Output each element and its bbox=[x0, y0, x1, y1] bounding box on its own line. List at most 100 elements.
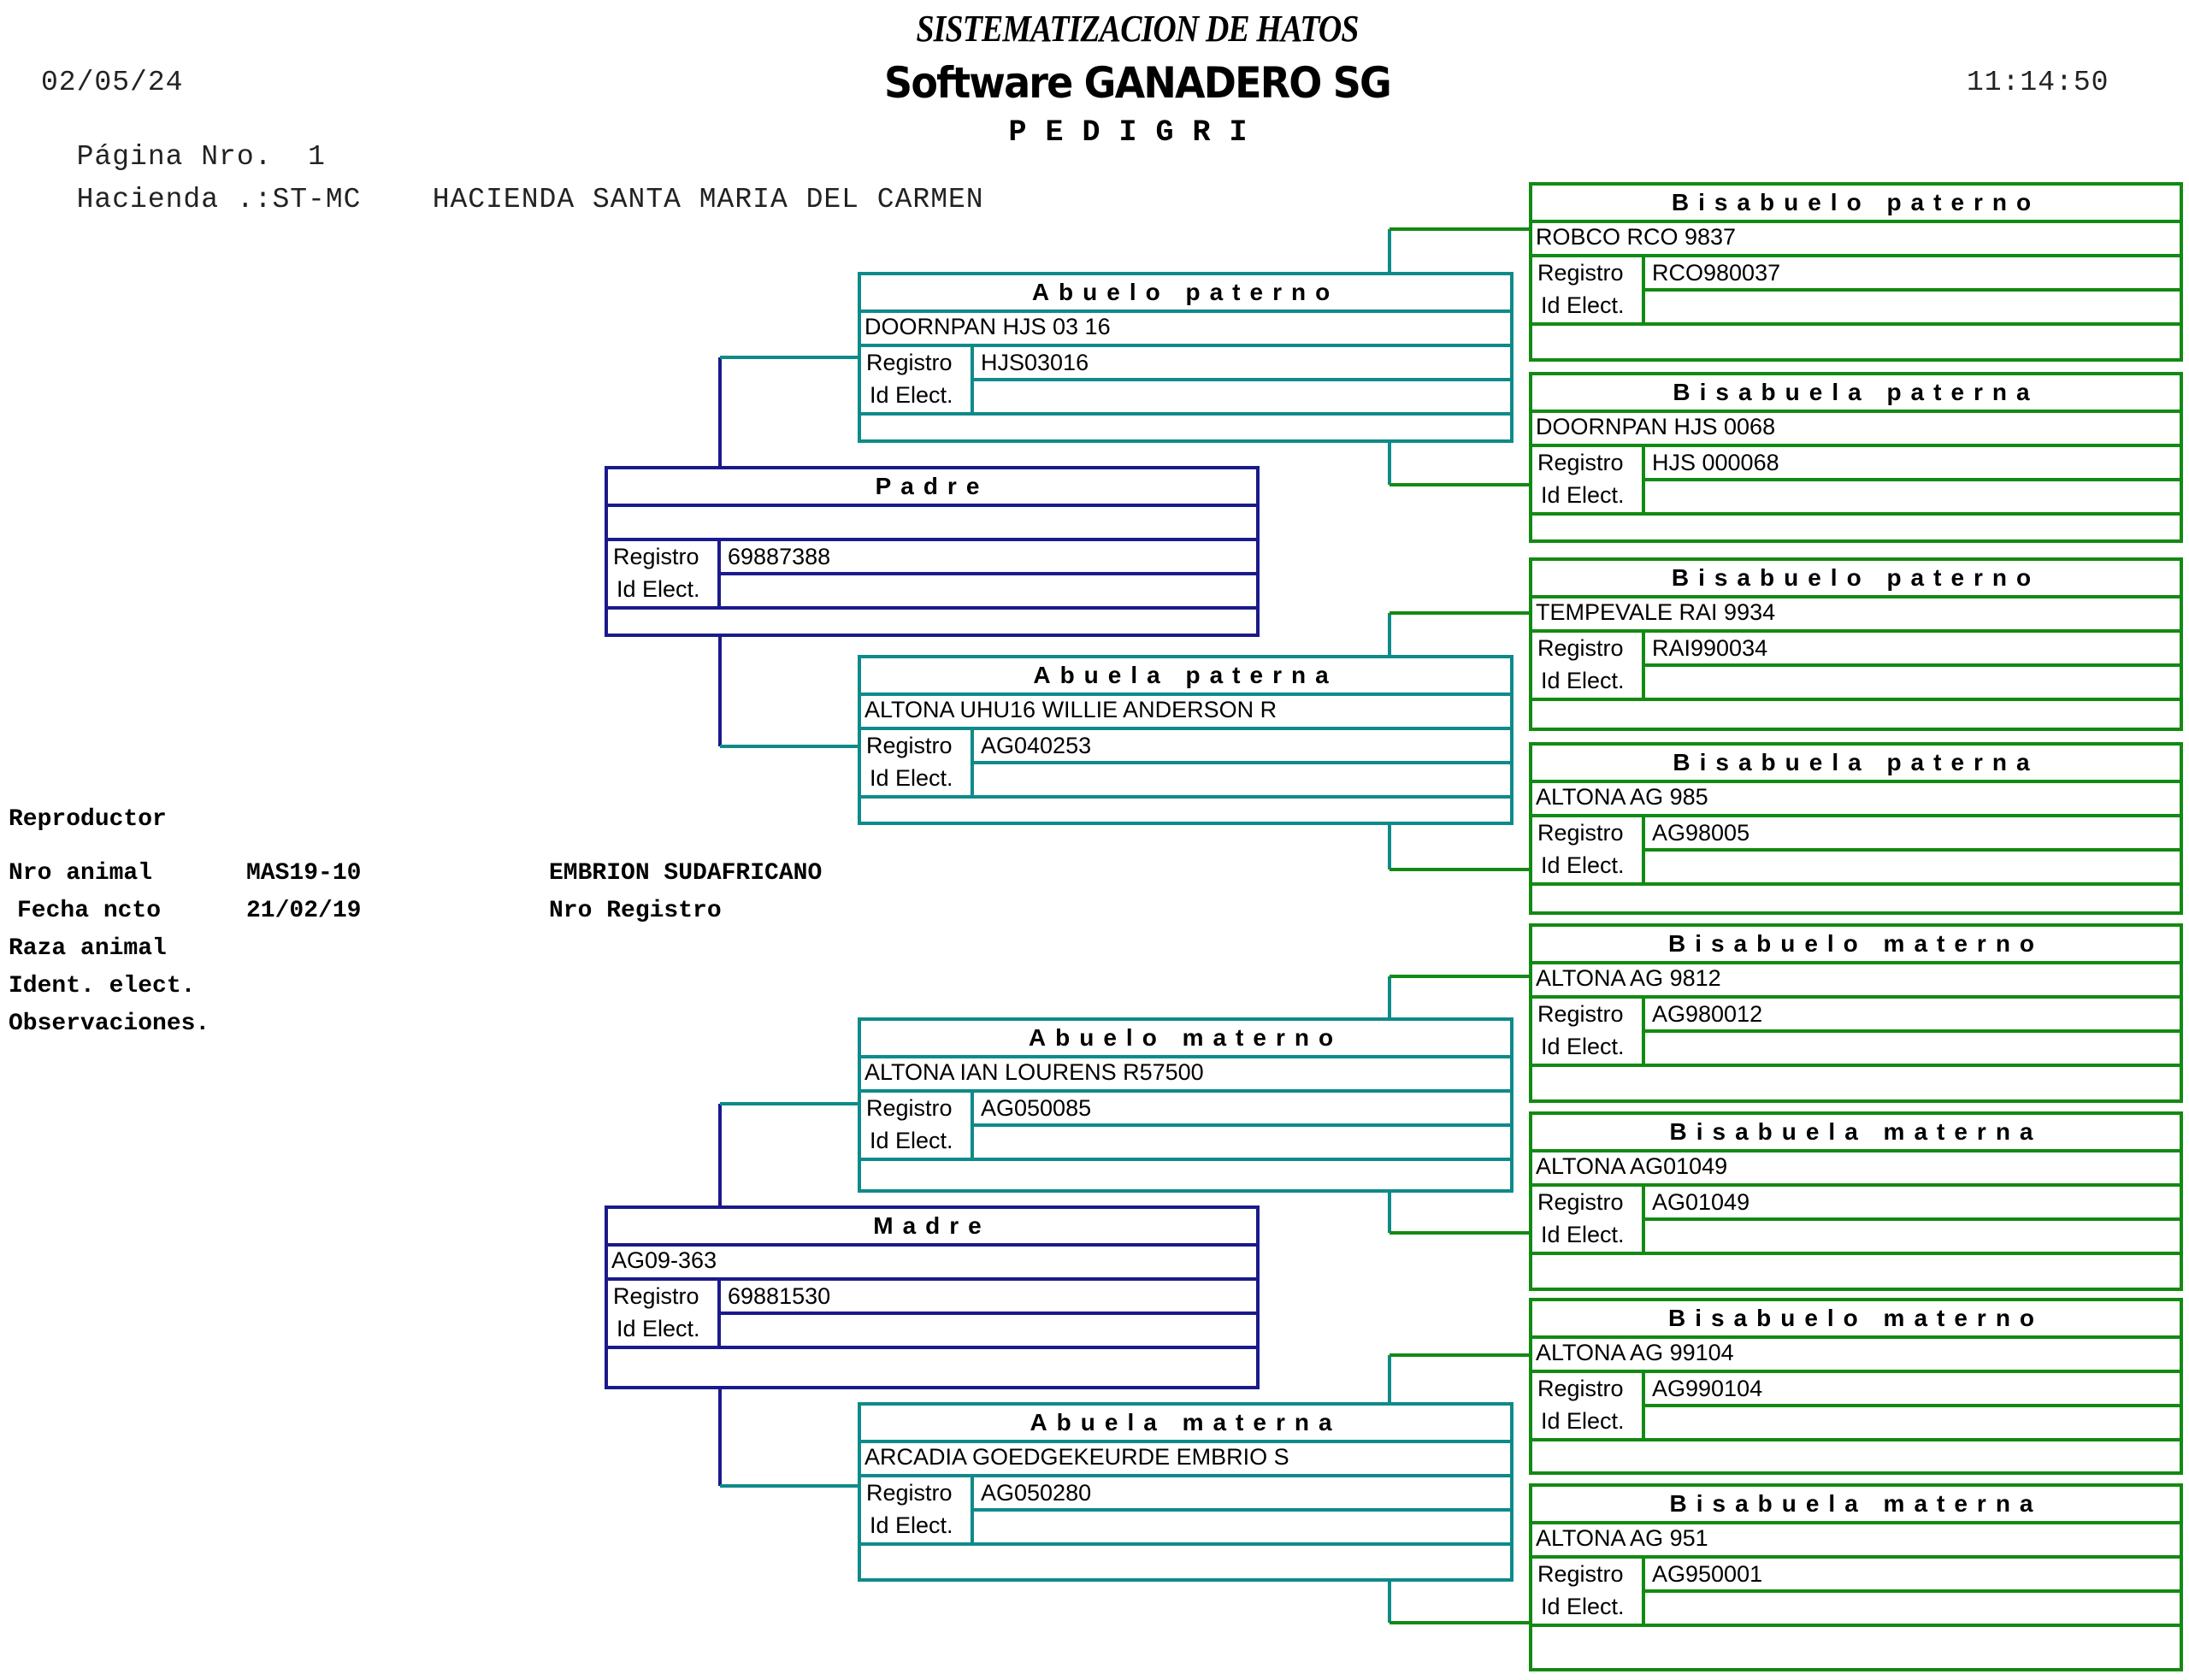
row-divider bbox=[1642, 1029, 2180, 1033]
registro-label: Registro bbox=[1537, 820, 1624, 846]
row-divider bbox=[1532, 1064, 2180, 1067]
observaciones-label: Observaciones. bbox=[9, 1011, 210, 1037]
row-divider bbox=[1532, 1438, 2180, 1441]
registro-value: AG98005 bbox=[1652, 820, 1750, 846]
registro-label: Registro bbox=[866, 1480, 953, 1506]
id-elect-label: Id Elect. bbox=[617, 1316, 700, 1341]
registro-label: Registro bbox=[613, 544, 699, 569]
id-elect-label: Id Elect. bbox=[1541, 1408, 1625, 1434]
id-elect-label: Id Elect. bbox=[1541, 292, 1625, 318]
row-divider bbox=[1532, 322, 2180, 326]
column-divider bbox=[1642, 999, 1645, 1067]
row-divider bbox=[608, 606, 1256, 610]
row-divider bbox=[1532, 512, 2180, 516]
column-divider bbox=[1642, 1559, 1645, 1627]
registro-label: Registro bbox=[866, 1095, 953, 1121]
registro-value: 69881530 bbox=[728, 1283, 831, 1309]
registro-value: AG040253 bbox=[981, 733, 1092, 758]
id-elect-label: Id Elect. bbox=[617, 576, 700, 602]
registro-value: RAI990034 bbox=[1652, 635, 1768, 661]
box-title: Bisabuela materna bbox=[1532, 1115, 2180, 1152]
report-date: 02/05/24 bbox=[41, 67, 184, 98]
abuelo-paterno-box: Abuelo paterno DOORNPAN HJS 03 16 Regist… bbox=[858, 272, 1513, 443]
page-number: 1 bbox=[308, 141, 326, 173]
report-title-pedigri: PEDIGRI bbox=[1008, 115, 1266, 150]
column-divider bbox=[971, 730, 974, 799]
column-divider bbox=[1642, 447, 1645, 516]
row-divider bbox=[861, 1158, 1510, 1161]
animal-name: ALTONA AG 99104 bbox=[1532, 1335, 2180, 1373]
registro-value: AG990104 bbox=[1652, 1376, 1763, 1401]
registro-value: HJS03016 bbox=[981, 350, 1089, 375]
box-title: Bisabuelo paterno bbox=[1532, 186, 2180, 223]
box-title: Bisabuela paterna bbox=[1532, 746, 2180, 783]
animal-name: ALTONA IAN LOURENS R57500 bbox=[861, 1055, 1510, 1093]
hacienda-name: HACIENDA SANTA MARIA DEL CARMEN bbox=[432, 184, 984, 215]
registro-label: Registro bbox=[1537, 635, 1624, 661]
id-elect-label: Id Elect. bbox=[1541, 852, 1625, 878]
id-elect-label: Id Elect. bbox=[870, 765, 953, 791]
id-elect-label: Id Elect. bbox=[1541, 668, 1625, 693]
registro-value: AG050280 bbox=[981, 1480, 1092, 1506]
padre-box: Padre Registro 69887388 Id Elect. bbox=[605, 466, 1260, 637]
ident-elect-label: Ident. elect. bbox=[9, 973, 196, 999]
registro-label: Registro bbox=[1537, 1001, 1624, 1027]
abuela-materna-box: Abuela materna ARCADIA GOEDGEKEURDE EMBR… bbox=[858, 1402, 1513, 1582]
row-divider bbox=[1532, 882, 2180, 886]
box-title: Bisabuelo paterno bbox=[1532, 561, 2180, 598]
row-divider bbox=[1642, 1589, 2180, 1593]
animal-description: EMBRION SUDAFRICANO bbox=[549, 860, 823, 887]
column-divider bbox=[971, 347, 974, 416]
row-divider bbox=[861, 795, 1510, 799]
animal-name: AG09-363 bbox=[608, 1243, 1256, 1281]
row-divider bbox=[861, 412, 1510, 416]
registro-label: Registro bbox=[866, 350, 953, 375]
row-divider bbox=[1532, 698, 2180, 701]
id-elect-label: Id Elect. bbox=[870, 1512, 953, 1538]
box-title: Padre bbox=[608, 469, 1256, 507]
box-title: Bisabuela paterna bbox=[1532, 375, 2180, 413]
page-label: Página Nro. bbox=[76, 141, 273, 173]
row-divider bbox=[971, 1123, 1510, 1127]
hacienda-row: Hacienda .:ST-MC HACIENDA SANTA MARIA DE… bbox=[41, 152, 984, 215]
box-title: Abuelo paterno bbox=[861, 275, 1510, 313]
nro-animal-value: MAS19-10 bbox=[246, 860, 362, 887]
registro-label: Registro bbox=[866, 733, 953, 758]
report-title-software: Software GANADERO SG bbox=[884, 58, 1392, 108]
box-title: Bisabuelo materno bbox=[1532, 1301, 2180, 1339]
column-divider bbox=[717, 1281, 721, 1349]
animal-name: ALTONA UHU16 WILLIE ANDERSON R bbox=[861, 693, 1510, 730]
animal-name: DOORNPAN HJS 03 16 bbox=[861, 309, 1510, 347]
report-time: 11:14:50 bbox=[1967, 67, 2109, 98]
row-divider bbox=[1642, 478, 2180, 481]
registro-value: AG950001 bbox=[1652, 1561, 1763, 1587]
hacienda-code: ST-MC bbox=[272, 184, 362, 215]
registro-value: RCO980037 bbox=[1652, 260, 1781, 286]
row-divider bbox=[1642, 288, 2180, 292]
raza-animal-label: Raza animal bbox=[9, 935, 167, 962]
column-divider bbox=[971, 1477, 974, 1546]
id-elect-label: Id Elect. bbox=[870, 1128, 953, 1153]
row-divider bbox=[1642, 1404, 2180, 1407]
column-divider bbox=[1642, 1373, 1645, 1441]
report-title-system: SISTEMATIZACION DE HATOS bbox=[916, 8, 1359, 50]
registro-label: Registro bbox=[1537, 1561, 1624, 1587]
animal-name: ALTONA AG 951 bbox=[1532, 1521, 2180, 1559]
reproductor-section-label: Reproductor bbox=[9, 806, 167, 833]
fecha-ncto-value: 21/02/19 bbox=[246, 898, 362, 924]
registro-label: Registro bbox=[1537, 1376, 1624, 1401]
animal-name: ALTONA AG 985 bbox=[1532, 780, 2180, 817]
column-divider bbox=[717, 541, 721, 610]
abuela-paterna-box: Abuela paterna ALTONA UHU16 WILLIE ANDER… bbox=[858, 655, 1513, 825]
nro-registro-label: Nro Registro bbox=[549, 898, 722, 924]
column-divider bbox=[1642, 633, 1645, 701]
registro-value: HJS 000068 bbox=[1652, 450, 1779, 475]
nro-animal-label: Nro animal bbox=[9, 860, 153, 887]
column-divider bbox=[1642, 1187, 1645, 1255]
registro-value: AG01049 bbox=[1652, 1189, 1750, 1215]
animal-name: TEMPEVALE RAI 9934 bbox=[1532, 595, 2180, 633]
row-divider bbox=[1532, 1252, 2180, 1255]
box-title: Abuela materna bbox=[861, 1406, 1510, 1443]
animal-name: ALTONA AG 9812 bbox=[1532, 961, 2180, 999]
animal-name: ARCADIA GOEDGEKEURDE EMBRIO S bbox=[861, 1440, 1510, 1477]
